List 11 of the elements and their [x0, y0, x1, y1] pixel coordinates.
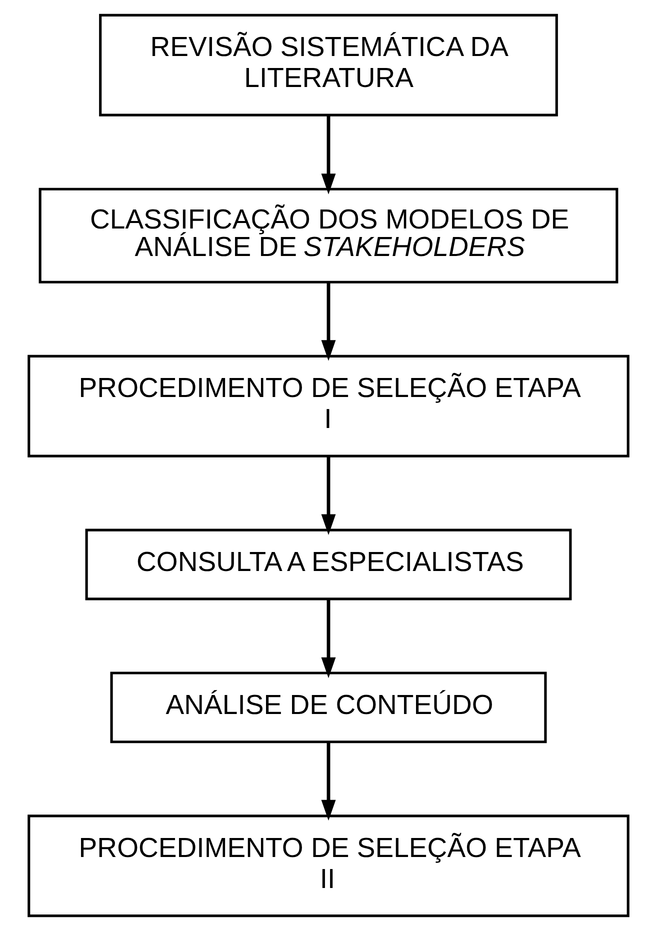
node-box: PROCEDIMENTO DE SELEÇÃO ETAPA I [27, 354, 629, 458]
arrow [320, 456, 336, 535]
arrow [320, 282, 336, 361]
node-box: REVISÃO SISTEMÁTICA DA LITERATURA [98, 14, 558, 116]
node-box: ANÁLISE DE CONTEÚDO [110, 672, 546, 744]
arrow [320, 599, 336, 678]
arrow [320, 742, 336, 821]
node-box: CLASSIFICAÇÃO DOS MODELOS DE ANÁLISE DE STAKEHOLDERS [38, 188, 618, 284]
arrow [320, 115, 336, 194]
node-box: CONSULTA A ESPECIALISTAS [84, 528, 572, 600]
node-box: PROCEDIMENTO DE SELEÇÃO ETAPA II [27, 814, 629, 918]
